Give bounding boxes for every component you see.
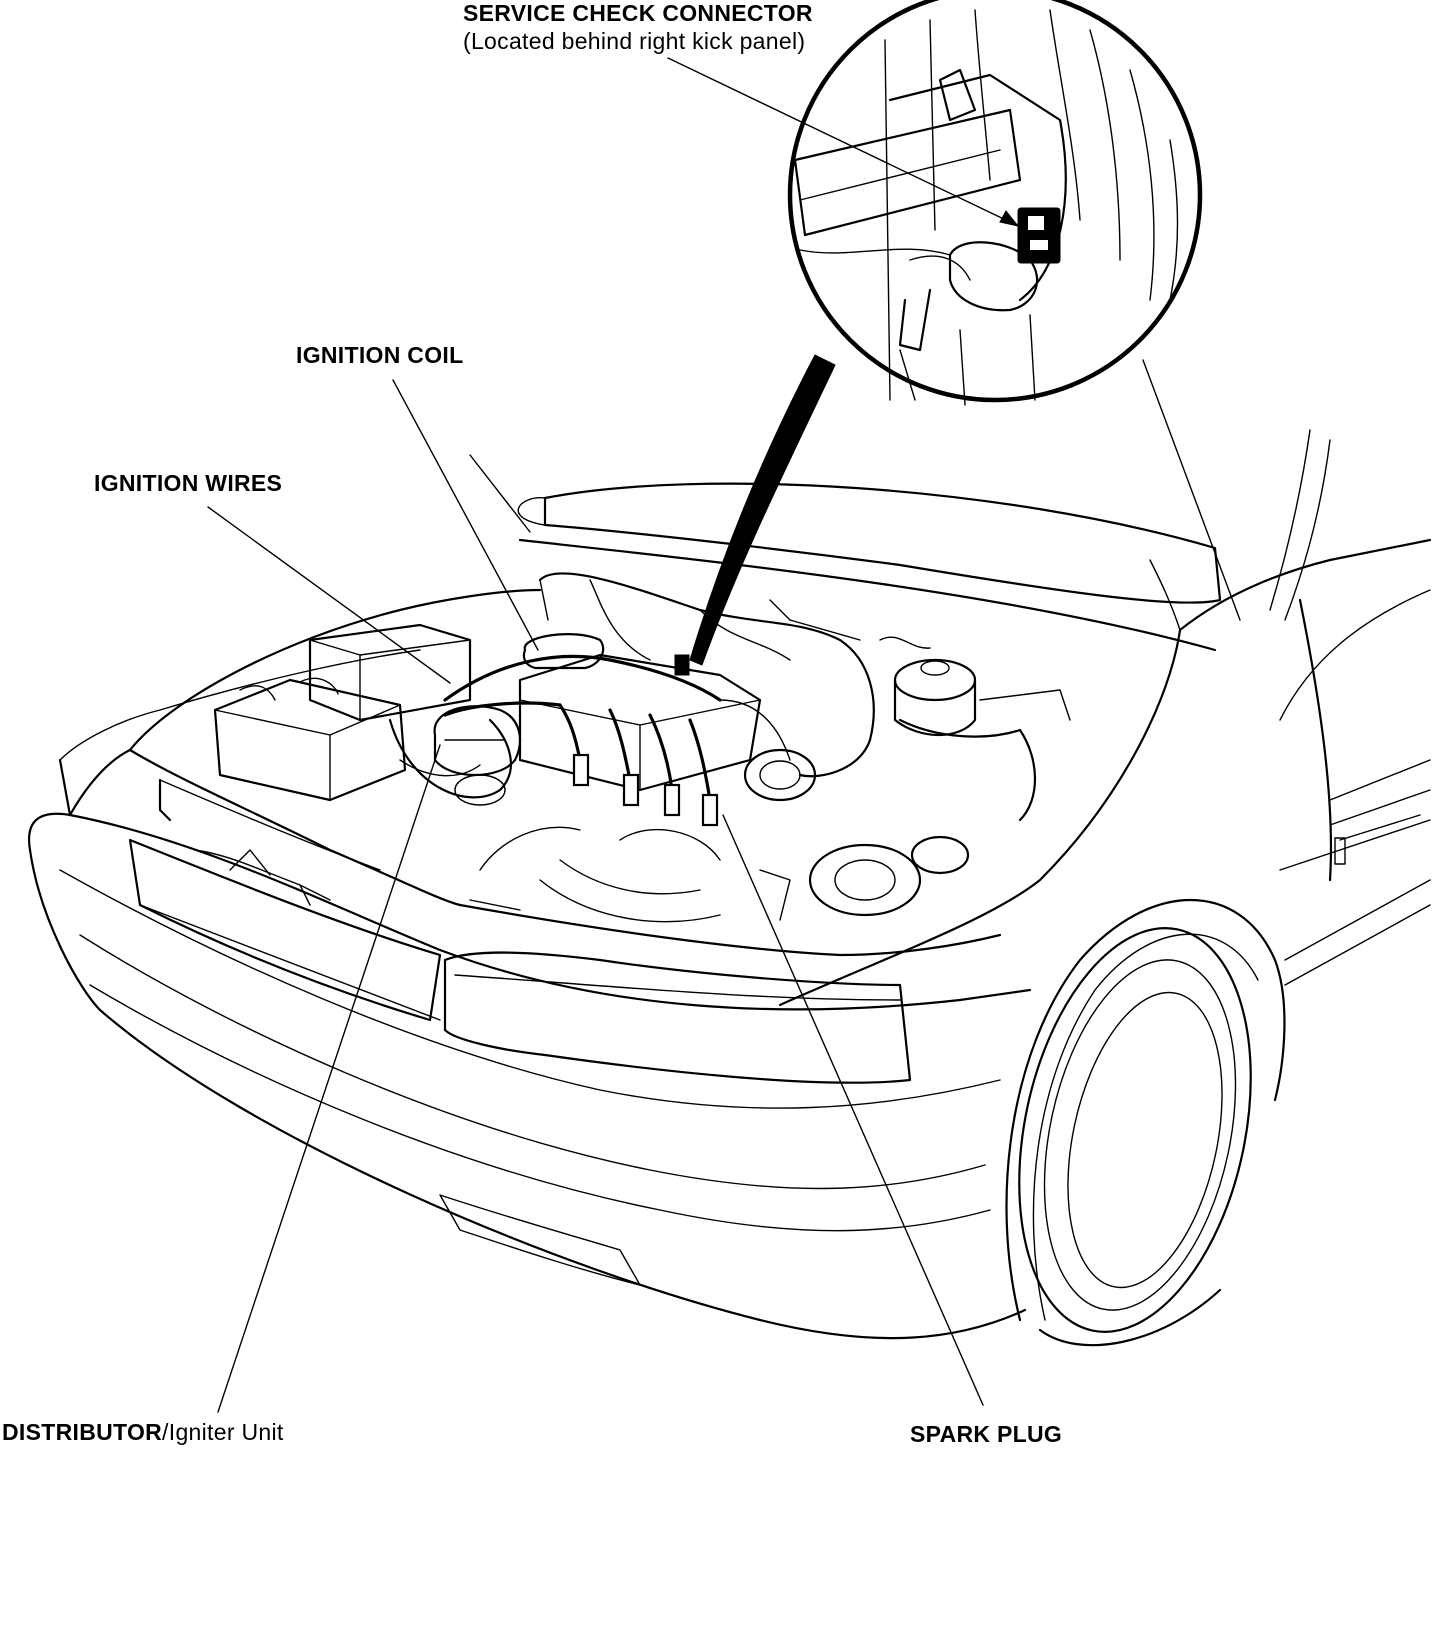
inset-circle: [787, 0, 1203, 403]
ignition-wires-label: IGNITION WIRES: [94, 470, 283, 496]
service-check-location-label: (Located behind right kick panel): [463, 28, 806, 54]
leader-service-check: [667, 57, 1011, 223]
valve-cover: [518, 653, 762, 792]
wheel-arch: [1005, 899, 1286, 1322]
grille: [128, 838, 442, 1022]
leader-inset-fender: [1142, 359, 1241, 621]
distributor-separator: /: [162, 1419, 169, 1445]
ignition-coil-label: IGNITION COIL: [296, 342, 464, 368]
distributor: [433, 705, 522, 777]
leader-lines: [207, 57, 1241, 1413]
service-check-connector-label: SERVICE CHECK CONNECTOR: [463, 0, 813, 26]
leader-distributor: [217, 744, 441, 1413]
headlight: [443, 951, 912, 1084]
leader-ignition-wires: [207, 506, 451, 684]
connector-harness: [948, 241, 1039, 312]
spark-plug-label: SPARK PLUG: [910, 1421, 1063, 1447]
distributor-label: DISTRIBUTOR: [2, 1419, 163, 1445]
car-body: [27, 429, 1432, 1347]
inset-detail: [689, 0, 1203, 666]
front-wheel: [1018, 927, 1252, 1333]
distributor-label-group: DISTRIBUTOR/Igniter Unit: [2, 1421, 284, 1444]
hood: [543, 482, 1222, 604]
ignition-wires: [443, 654, 722, 702]
leader-spark-plug: [722, 814, 984, 1406]
inset-pointer: [689, 354, 836, 666]
right-fender: [1178, 538, 1432, 632]
engine-components: [213, 572, 1071, 923]
igniter-unit-label: Igniter Unit: [168, 1419, 284, 1445]
battery: [213, 678, 407, 802]
ignition-coil: [522, 633, 605, 670]
leader-ignition-coil: [392, 379, 539, 651]
